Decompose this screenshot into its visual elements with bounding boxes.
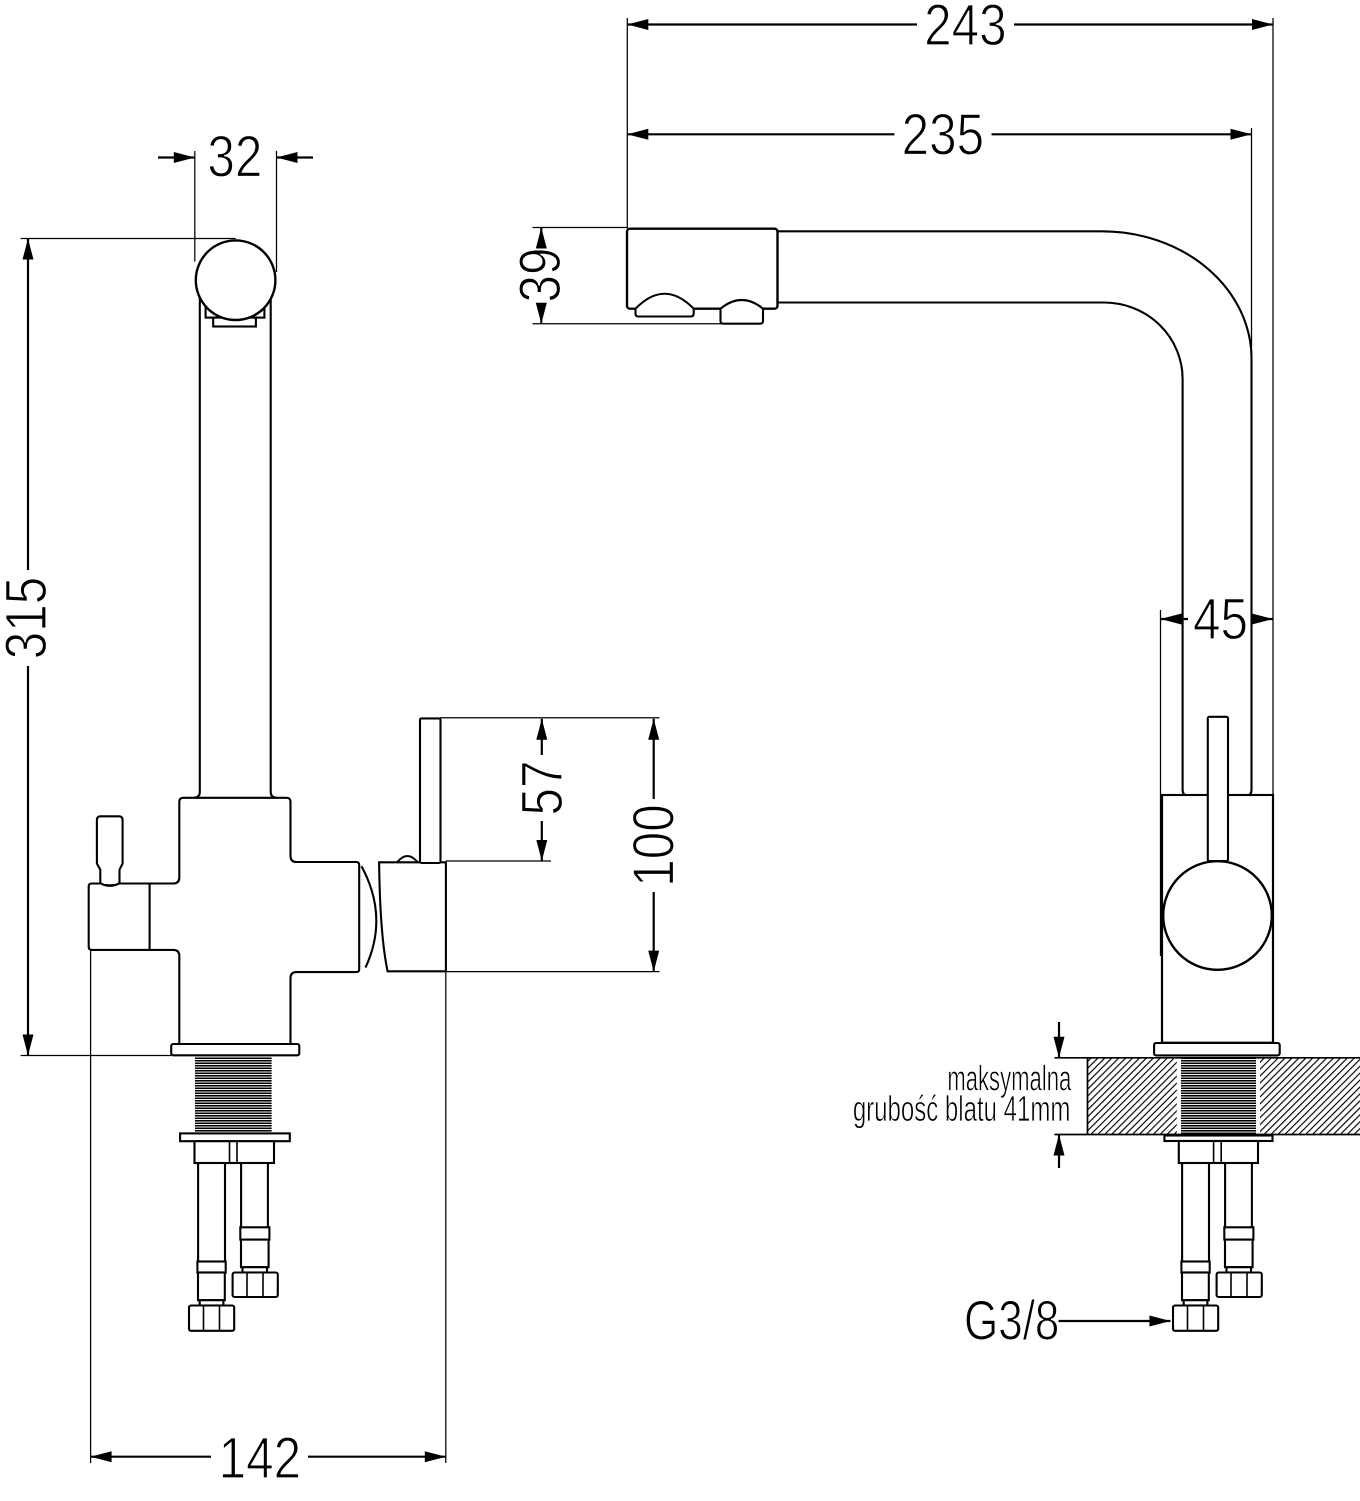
svg-text:57: 57 [510,761,575,816]
svg-text:G3/8: G3/8 [964,1289,1059,1351]
svg-text:grubość blatu 41mm: grubość blatu 41mm [853,1088,1071,1129]
svg-text:142: 142 [219,1426,301,1491]
svg-text:45: 45 [1193,587,1248,652]
svg-text:315: 315 [0,577,59,659]
svg-text:235: 235 [902,103,984,168]
svg-text:maksymalna: maksymalna [947,1059,1071,1099]
svg-text:32: 32 [207,125,262,190]
svg-text:243: 243 [924,0,1006,58]
svg-text:100: 100 [622,804,687,886]
svg-text:39: 39 [508,248,573,303]
